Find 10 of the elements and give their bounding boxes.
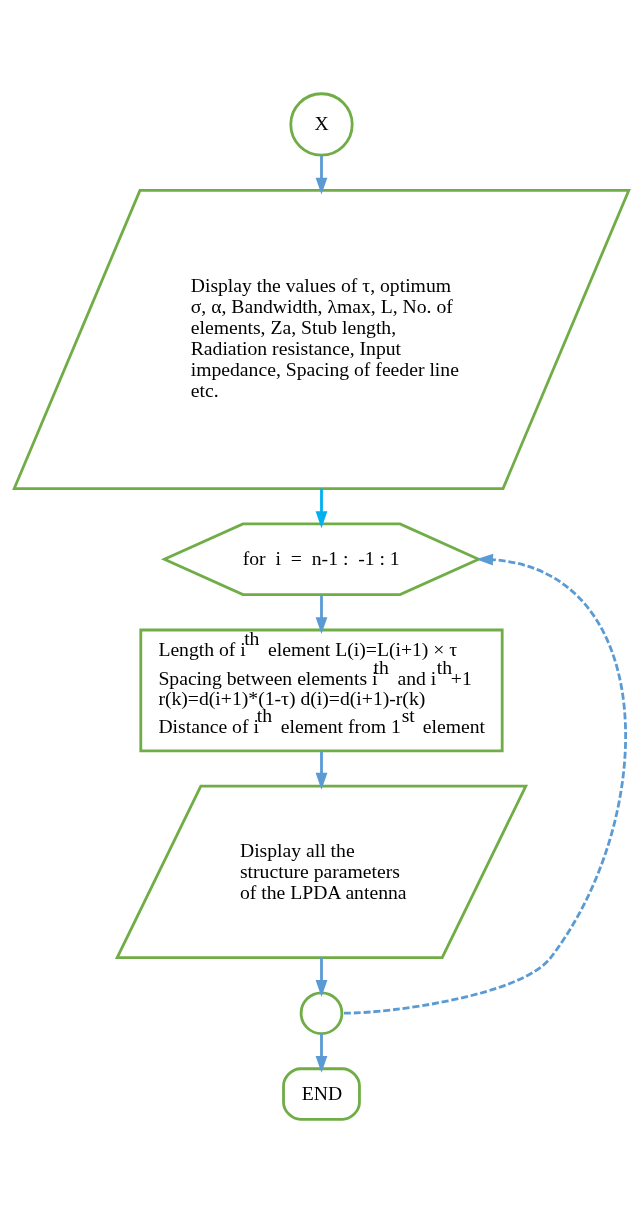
arrow bbox=[315, 595, 328, 635]
arrow bbox=[315, 957, 328, 998]
arrow bbox=[315, 1033, 328, 1073]
arrow bbox=[315, 155, 328, 195]
node-circle bbox=[299, 991, 344, 1035]
node-circle: X bbox=[289, 92, 354, 157]
node-box: END bbox=[282, 1067, 361, 1121]
arrow bbox=[343, 553, 627, 1015]
arrow bbox=[315, 488, 328, 529]
arrow bbox=[315, 751, 328, 790]
